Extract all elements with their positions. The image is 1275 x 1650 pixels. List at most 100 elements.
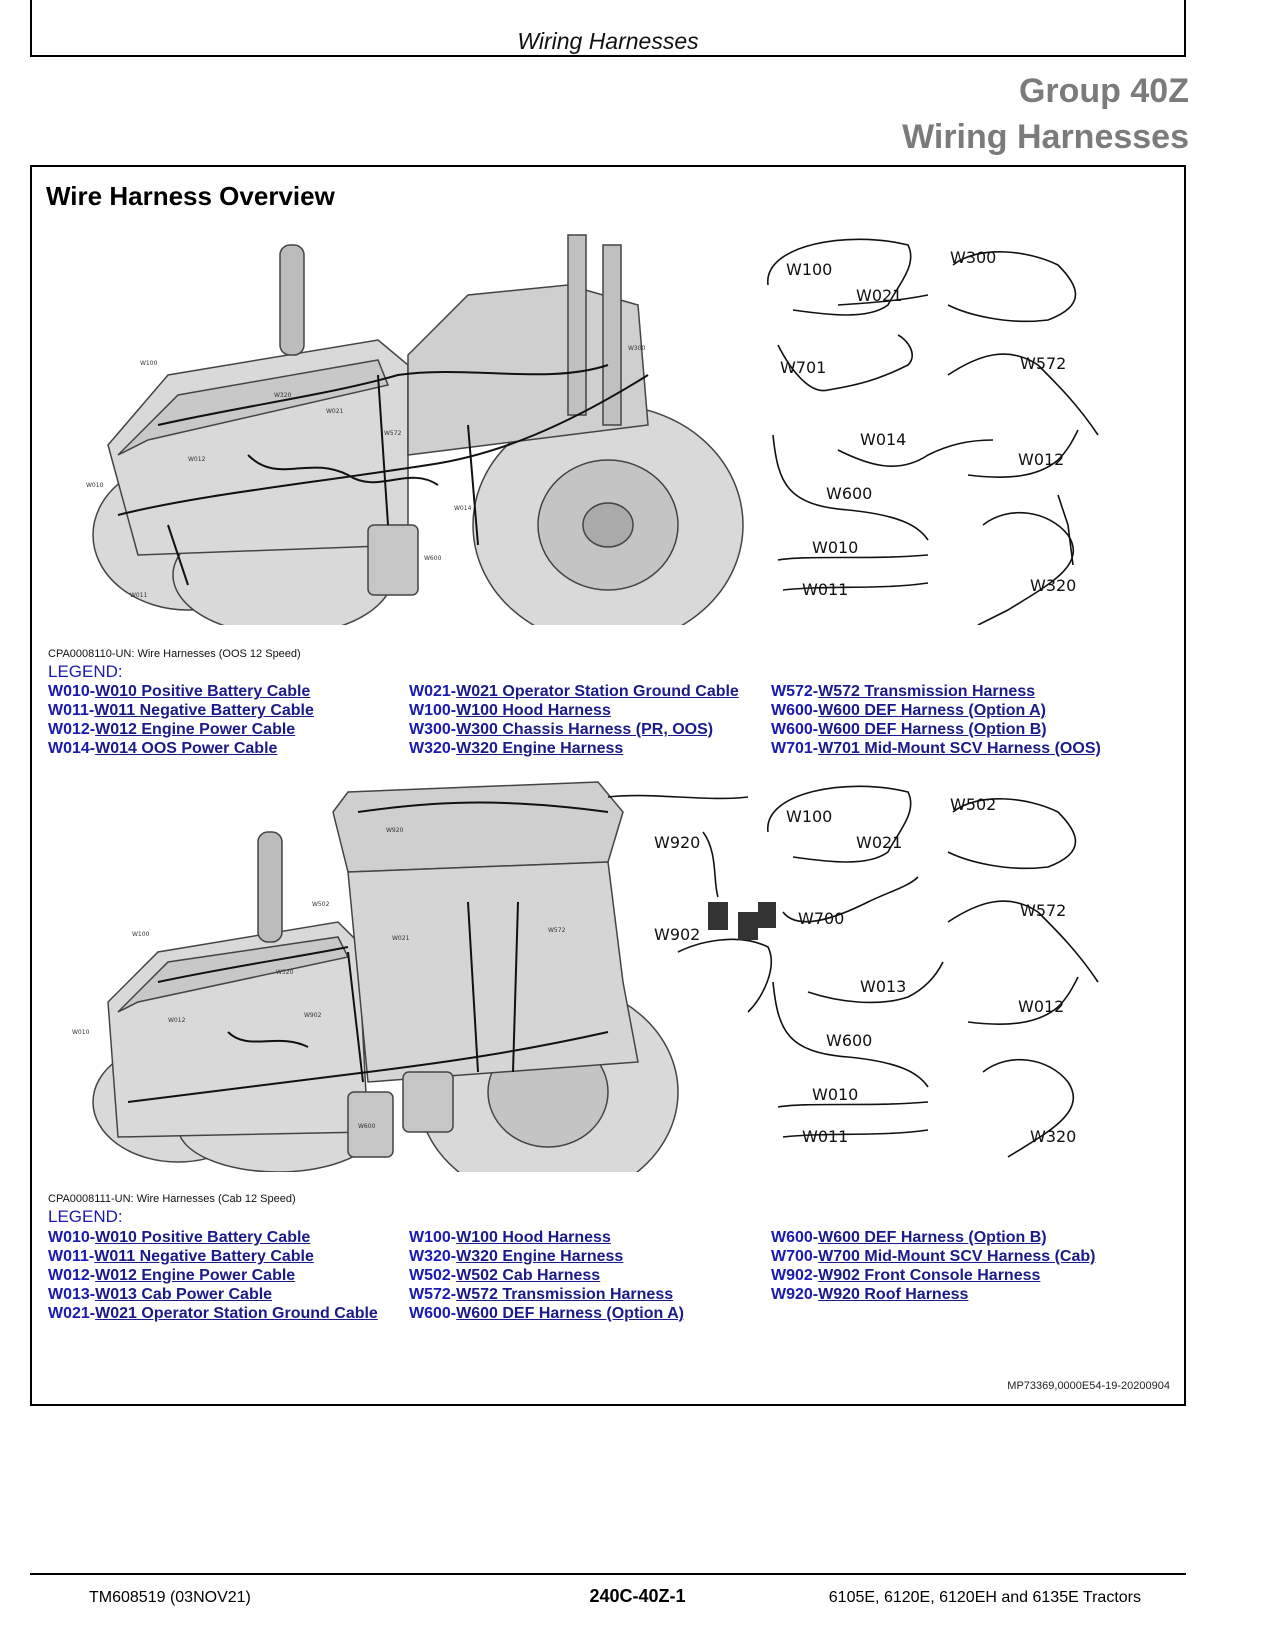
legend-item[interactable]: W100-W100 Hood Harness — [409, 1228, 684, 1247]
legend-item[interactable]: W701-W701 Mid-Mount SCV Harness (OOS) — [771, 739, 1101, 758]
figure-cab-harness-labels: W920 W100 W021 W502 W902 W700 W572 W013 … — [654, 795, 1076, 1146]
legend-link[interactable]: W012 Engine Power Cable — [95, 1267, 296, 1284]
figure-oos-caption: CPA0008110-UN: Wire Harnesses (OOS 12 Sp… — [48, 648, 301, 660]
label-w010: W010 — [812, 538, 858, 557]
footer-rule — [30, 1573, 1186, 1575]
legend-code: W011- — [48, 1248, 95, 1265]
label-w572: W572 — [1020, 901, 1066, 920]
label-w010: W010 — [812, 1085, 858, 1104]
figure-oos-legend-title: LEGEND: — [48, 662, 123, 681]
callout-w014: W014 — [454, 505, 472, 512]
label-w021: W021 — [856, 286, 902, 305]
callout-w600: W600 — [424, 555, 442, 562]
callout-w572: W572 — [548, 927, 566, 934]
legend-link[interactable]: W700 Mid-Mount SCV Harness (Cab) — [818, 1248, 1096, 1265]
legend-item[interactable]: W300-W300 Chassis Harness (PR, OOS) — [409, 720, 739, 739]
legend-link[interactable]: W011 Negative Battery Cable — [94, 1248, 314, 1265]
legend-link[interactable]: W010 Positive Battery Cable — [95, 1229, 311, 1246]
legend-item[interactable]: W320-W320 Engine Harness — [409, 739, 739, 758]
legend-link[interactable]: W010 Positive Battery Cable — [95, 683, 311, 700]
legend-code: W600- — [771, 721, 819, 738]
legend-link[interactable]: W021 Operator Station Ground Cable — [456, 683, 739, 700]
legend-item[interactable]: W012-W012 Engine Power Cable — [48, 720, 314, 739]
legend-item[interactable]: W021-W021 Operator Station Ground Cable — [48, 1304, 378, 1323]
legend-code: W320- — [409, 1248, 457, 1265]
legend-item[interactable]: W572-W572 Transmission Harness — [409, 1285, 684, 1304]
legend-item[interactable]: W600-W600 DEF Harness (Option B) — [771, 720, 1101, 739]
legend-item[interactable]: W100-W100 Hood Harness — [409, 701, 739, 720]
legend-item[interactable]: W902-W902 Front Console Harness — [771, 1266, 1095, 1285]
figure-oos: W100 W320 W012 W010 W021 W572 W300 W014 … — [48, 225, 1138, 625]
legend-link[interactable]: W902 Front Console Harness — [818, 1267, 1041, 1284]
legend-code: W600- — [771, 702, 819, 719]
legend-item[interactable]: W010-W010 Positive Battery Cable — [48, 1228, 378, 1247]
legend-item[interactable]: W600-W600 DEF Harness (Option A) — [409, 1304, 684, 1323]
legend-link[interactable]: W320 Engine Harness — [456, 740, 624, 757]
legend-code: W572- — [409, 1286, 457, 1303]
legend-item[interactable]: W600-W600 DEF Harness (Option B) — [771, 1228, 1095, 1247]
legend-item[interactable]: W013-W013 Cab Power Cable — [48, 1285, 378, 1304]
legend-link[interactable]: W013 Cab Power Cable — [95, 1286, 273, 1303]
legend-code: W320- — [409, 740, 457, 757]
legend-link[interactable]: W011 Negative Battery Cable — [94, 702, 314, 719]
label-w100: W100 — [786, 807, 832, 826]
label-w100: W100 — [786, 260, 832, 279]
legend-code: W014- — [48, 740, 96, 757]
callout-w010: W010 — [86, 482, 104, 489]
callout-w010: W010 — [72, 1029, 90, 1036]
label-w011: W011 — [802, 1127, 848, 1146]
legend-link[interactable]: W600 DEF Harness (Option A) — [818, 702, 1047, 719]
label-w320: W320 — [1030, 576, 1076, 595]
group-number: Group 40Z — [1018, 72, 1189, 110]
legend-item[interactable]: W320-W320 Engine Harness — [409, 1247, 684, 1266]
legend-code: W100- — [409, 702, 457, 719]
legend-link[interactable]: W600 DEF Harness (Option A) — [456, 1305, 685, 1322]
legend-item[interactable]: W010-W010 Positive Battery Cable — [48, 682, 314, 701]
label-w320: W320 — [1030, 1127, 1076, 1146]
legend-item[interactable]: W012-W012 Engine Power Cable — [48, 1266, 378, 1285]
legend-item[interactable]: W572-W572 Transmission Harness — [771, 682, 1101, 701]
legend-item[interactable]: W014-W014 OOS Power Cable — [48, 739, 314, 758]
legend-code: W502- — [409, 1267, 457, 1284]
label-w021: W021 — [856, 833, 902, 852]
legend-link[interactable]: W100 Hood Harness — [456, 1229, 611, 1246]
callout-w300: W300 — [628, 345, 646, 352]
legend-link[interactable]: W014 OOS Power Cable — [95, 740, 278, 757]
legend-item[interactable]: W600-W600 DEF Harness (Option A) — [771, 701, 1101, 720]
legend-code: W021- — [48, 1305, 96, 1322]
legend-code: W012- — [48, 721, 96, 738]
callout-w012: W012 — [168, 1017, 186, 1024]
main-content-box: Wire Harness Overview — [30, 165, 1186, 1406]
callout-w021: W021 — [326, 408, 344, 415]
figure-cab: W100 W320 W012 W010 W502 W920 W021 W572 … — [48, 772, 1138, 1172]
legend-column: W021-W021 Operator Station Ground Cable … — [409, 682, 739, 758]
legend-link[interactable]: W100 Hood Harness — [456, 702, 611, 719]
running-header: Wiring Harnesses — [30, 0, 1186, 57]
legend-item[interactable]: W920-W920 Roof Harness — [771, 1285, 1095, 1304]
legend-link[interactable]: W021 Operator Station Ground Cable — [95, 1305, 378, 1322]
legend-item[interactable]: W011-W011 Negative Battery Cable — [48, 1247, 378, 1266]
legend-item[interactable]: W502-W502 Cab Harness — [409, 1266, 684, 1285]
label-w600: W600 — [826, 1031, 872, 1050]
legend-link[interactable]: W600 DEF Harness (Option B) — [818, 721, 1047, 738]
legend-item[interactable]: W011-W011 Negative Battery Cable — [48, 701, 314, 720]
legend-link[interactable]: W701 Mid-Mount SCV Harness (OOS) — [818, 740, 1101, 757]
label-w700: W700 — [798, 909, 844, 928]
figure-cab-caption: CPA0008111-UN: Wire Harnesses (Cab 12 Sp… — [48, 1193, 296, 1205]
legend-item[interactable]: W700-W700 Mid-Mount SCV Harness (Cab) — [771, 1247, 1095, 1266]
legend-link[interactable]: W572 Transmission Harness — [456, 1286, 674, 1303]
legend-code: W600- — [409, 1305, 457, 1322]
legend-link[interactable]: W320 Engine Harness — [456, 1248, 624, 1265]
legend-column: W572-W572 Transmission Harness W600-W600… — [771, 682, 1101, 758]
legend-link[interactable]: W920 Roof Harness — [818, 1286, 969, 1303]
legend-code: W701- — [771, 740, 819, 757]
callout-w320: W320 — [276, 969, 294, 976]
legend-link[interactable]: W572 Transmission Harness — [818, 683, 1036, 700]
legend-link[interactable]: W012 Engine Power Cable — [95, 721, 296, 738]
legend-link[interactable]: W600 DEF Harness (Option B) — [818, 1229, 1047, 1246]
legend-link[interactable]: W502 Cab Harness — [456, 1267, 601, 1284]
callout-w100: W100 — [140, 360, 158, 367]
legend-item[interactable]: W021-W021 Operator Station Ground Cable — [409, 682, 739, 701]
legend-link[interactable]: W300 Chassis Harness (PR, OOS) — [456, 721, 714, 738]
label-w011: W011 — [802, 580, 848, 599]
